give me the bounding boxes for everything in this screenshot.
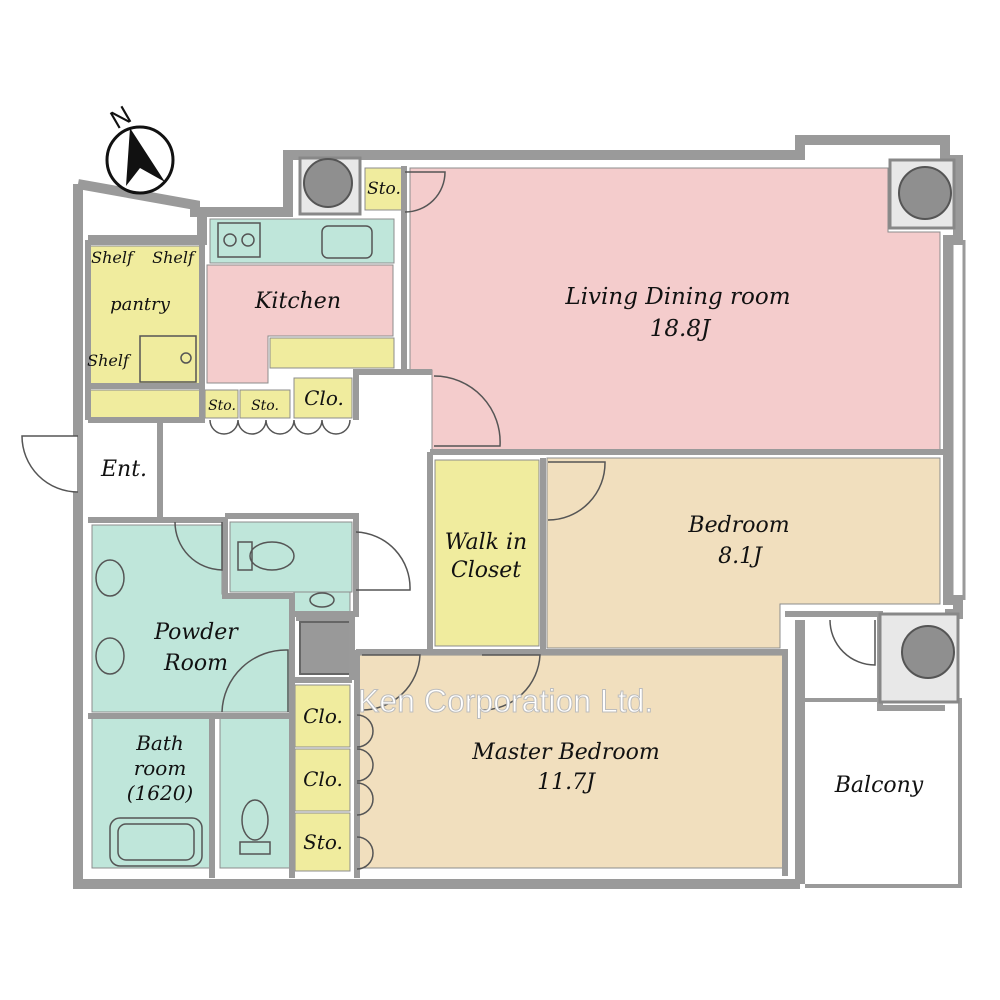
walk-in-closet-label-2: Closet	[451, 558, 521, 583]
master-closet-label-2: Clo.	[303, 767, 343, 791]
bathroom-floor	[91, 717, 213, 869]
bathtub-inner	[117, 823, 195, 861]
stove-burner-1	[223, 233, 237, 247]
column-top-left	[303, 158, 353, 208]
pantry-shelf-label-2: Shelf	[152, 248, 197, 267]
pantry-shelf-label-1: Shelf	[91, 248, 136, 267]
hall-storage-2	[239, 389, 291, 419]
washer-drain	[180, 352, 192, 364]
doors	[21, 171, 876, 870]
toilet-room-lower-floor	[219, 717, 291, 869]
stove	[217, 222, 261, 258]
room-labels: Living Dining room 18.8J Kitchen pantry …	[87, 248, 924, 805]
powder-room-door	[174, 521, 223, 571]
balcony-label: Balcony	[834, 773, 924, 798]
north-compass: N	[105, 99, 175, 195]
compass-needle-icon	[126, 128, 165, 186]
toilet-lower-tank	[239, 841, 271, 855]
closet-bifold-doors	[356, 714, 374, 870]
pantry-shelf-label-3: Shelf	[87, 351, 132, 370]
master-closet-1	[294, 684, 351, 748]
toilet-room-upper-floor	[229, 521, 353, 593]
room-fills	[87, 167, 941, 872]
hall-closet-label: Clo.	[304, 386, 344, 410]
kitchen-sink	[321, 225, 373, 259]
bathroom-label-1: Bath	[135, 731, 184, 755]
master-closet-2	[294, 748, 351, 812]
column-bottom-right	[901, 625, 955, 679]
top-storage	[364, 167, 404, 211]
walk-in-closet-floor	[434, 459, 540, 647]
hall-closet	[293, 377, 353, 419]
master-closet-label-1: Clo.	[303, 704, 343, 728]
powder-room-label-1: Powder	[153, 620, 239, 645]
toilet-upper	[249, 541, 295, 571]
pantry-label: pantry	[110, 294, 171, 315]
walls	[73, 135, 966, 889]
toilet-upper-door	[355, 531, 411, 591]
top-storage-door	[404, 171, 446, 213]
pipe-shaft	[299, 621, 351, 675]
kitchen-back-counter	[269, 337, 395, 369]
bedroom-door	[547, 461, 606, 521]
watermark: Ken Corporation Ltd.	[358, 683, 653, 719]
top-storage-label: Sto.	[367, 179, 401, 199]
walk-in-closet-label-1: Walk in	[445, 530, 527, 555]
bathroom-door	[221, 649, 289, 713]
toilet-room-upper-vanity	[293, 591, 351, 613]
washer-pan	[139, 335, 197, 383]
master-bedroom-size: 11.7J	[537, 770, 596, 795]
hall-storage-1	[204, 389, 239, 419]
master-storage	[294, 812, 351, 872]
powder-room-label-2: Room	[163, 651, 228, 676]
interior-walls	[77, 166, 945, 878]
column-top-right	[898, 166, 952, 220]
vanity-sink-1	[95, 559, 125, 597]
living-entry-door	[433, 375, 501, 447]
toilet-lower	[241, 799, 269, 841]
hall-storage-label-1: Sto.	[208, 398, 236, 414]
fixtures	[95, 222, 373, 867]
bathroom-label-3: (1620)	[127, 781, 194, 805]
vanity-sink-2	[95, 637, 125, 675]
toilet-upper-sink	[309, 592, 335, 608]
toilet-upper-tank	[237, 541, 253, 571]
bathroom-label-2: room	[134, 756, 187, 780]
master-door-2	[481, 654, 541, 711]
outer-wall	[73, 135, 963, 889]
living-dining-size: 18.8J	[650, 316, 712, 342]
master-door-1	[361, 654, 421, 711]
bathtub	[109, 817, 203, 867]
hall-bifold-doors	[209, 419, 351, 435]
master-bedroom-label: Master Bedroom	[471, 740, 659, 765]
entrance-label: Ent.	[100, 457, 147, 482]
living-dining-floor	[409, 167, 941, 453]
bedroom-label: Bedroom	[687, 513, 789, 538]
living-window	[950, 240, 966, 600]
balcony-door	[829, 619, 876, 666]
master-storage-label: Sto.	[303, 830, 343, 854]
bedroom-floor	[546, 457, 941, 649]
living-dining-label: Living Dining room	[564, 284, 790, 310]
columns	[298, 156, 960, 704]
stove-burner-2	[241, 233, 255, 247]
pantry-lower-shelf	[87, 389, 201, 419]
storage-labels: Sto. Sto. Sto. Clo. Clo. Clo. Sto.	[208, 179, 401, 854]
kitchen-floor	[206, 264, 394, 384]
bedroom-size: 8.1J	[718, 544, 763, 569]
kitchen-label: Kitchen	[254, 289, 341, 314]
hall-storage-label-2: Sto.	[251, 398, 279, 414]
entrance-door	[21, 435, 79, 493]
